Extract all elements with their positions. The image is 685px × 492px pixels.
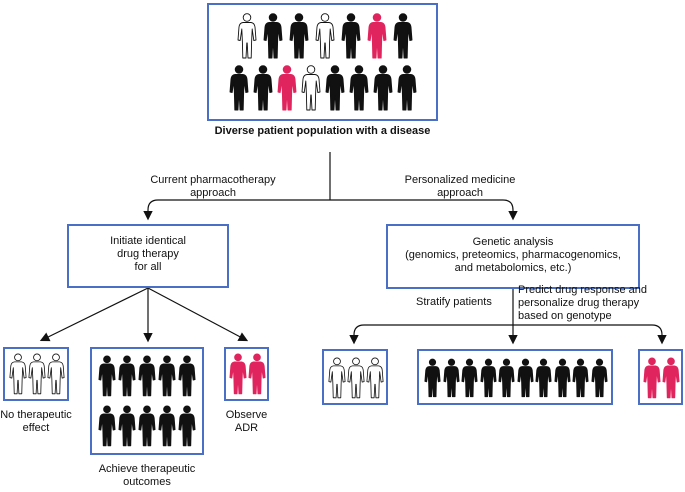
split-arrow-right — [330, 199, 518, 221]
person-adr-icon — [229, 353, 247, 395]
no-effect-box — [3, 347, 69, 401]
person-responder-icon — [138, 405, 156, 447]
genetic-analysis-line2: (genomics, preteomics, pharmacogenomics, — [405, 249, 621, 261]
population-row-2 — [229, 65, 417, 111]
genetic-analysis-line3: and metabolomics, etc.) — [454, 262, 572, 274]
person-responder-icon — [461, 358, 478, 398]
person-responder-icon — [341, 13, 361, 59]
person-responder-icon — [229, 65, 249, 111]
achieve-label: Achieve therapeutic outcomes — [82, 463, 212, 489]
adr-line1: Observe — [225, 409, 268, 421]
stratify-left-arrow — [349, 324, 513, 345]
adr-figures — [229, 353, 266, 395]
person-responder-icon — [535, 358, 552, 398]
person-responder-icon — [349, 65, 369, 111]
person-responder-icon — [98, 355, 116, 397]
predict-line1: Predict drug response and — [518, 284, 648, 296]
person-responder-icon — [572, 358, 589, 398]
achieve-figures — [98, 355, 196, 447]
adr-line2: ADR — [234, 422, 259, 434]
achieve-line2: outcomes — [123, 476, 171, 488]
person-adr-icon — [643, 357, 661, 399]
person-responder-icon — [178, 355, 196, 397]
person-non-responder-icon — [301, 65, 321, 111]
person-responder-icon — [424, 358, 441, 398]
person-non-responder-icon — [28, 353, 46, 395]
person-non-responder-icon — [366, 357, 384, 399]
person-responder-icon — [590, 358, 608, 398]
person-responder-icon — [138, 355, 156, 397]
no-effect-label: No therapeutic effect — [0, 409, 77, 435]
identical-therapy-line1: Initiate identical — [110, 235, 186, 247]
person-responder-icon — [118, 355, 136, 397]
stratify-label: Stratify patients — [416, 296, 492, 308]
person-non-responder-icon — [237, 13, 257, 59]
person-responder-icon — [289, 13, 309, 59]
personalized-approach-label: Personalized medicine approach — [385, 174, 535, 200]
genetic-analysis-line1: Genetic analysis — [472, 236, 554, 248]
person-non-responder-icon — [47, 353, 65, 395]
person-responder-icon — [325, 65, 345, 111]
stratify-right-arrow — [513, 324, 667, 345]
achieve-line1: Achieve therapeutic — [98, 463, 196, 475]
person-responder-icon — [158, 405, 176, 447]
predict-label: Predict drug response and personalize dr… — [518, 284, 683, 323]
person-responder-icon — [397, 65, 417, 111]
stratified-white-box — [322, 349, 388, 405]
stratified-red-figures — [643, 356, 680, 400]
person-adr-icon — [367, 13, 387, 59]
person-responder-icon — [373, 65, 393, 111]
population-title: Diverse patient population with a diseas… — [214, 125, 431, 137]
stratified-black-box — [417, 349, 613, 405]
stratified-white-figures — [328, 356, 384, 400]
person-responder-icon — [498, 358, 515, 398]
person-responder-icon — [178, 405, 196, 447]
population-box — [207, 3, 438, 121]
achieve-box — [90, 347, 204, 455]
person-adr-icon — [248, 353, 266, 395]
predict-line2: personalize drug therapy — [518, 297, 640, 309]
no-effect-line2: effect — [22, 422, 50, 434]
personalized-approach-line2: approach — [437, 187, 483, 199]
adr-box — [224, 347, 269, 401]
person-responder-icon — [98, 405, 116, 447]
current-approach-line1: Current pharmacotherapy — [150, 174, 276, 186]
identical-therapy-line2: drug therapy — [117, 248, 179, 260]
person-responder-icon — [158, 355, 176, 397]
adr-label: Observe ADR — [214, 409, 279, 435]
person-responder-icon — [442, 358, 460, 398]
person-responder-icon — [393, 13, 413, 59]
person-non-responder-icon — [9, 353, 27, 395]
no-effect-line1: No therapeutic — [0, 409, 72, 421]
person-non-responder-icon — [328, 357, 346, 399]
split-arrow-left — [143, 199, 330, 221]
stratified-black-figures — [424, 356, 608, 400]
identical-therapy-line3: for all — [134, 261, 162, 273]
current-approach-line2: approach — [190, 187, 236, 199]
person-non-responder-icon — [347, 357, 365, 399]
person-responder-icon — [479, 358, 497, 398]
genetic-analysis-box: Genetic analysis (genomics, preteomics, … — [386, 224, 640, 289]
person-adr-icon — [662, 357, 680, 399]
no-effect-figures — [9, 353, 65, 395]
person-responder-icon — [253, 65, 273, 111]
personalized-approach-line1: Personalized medicine — [404, 174, 516, 186]
identical-therapy-box: Initiate identical drug therapy for all — [67, 224, 229, 288]
stratified-red-box — [638, 349, 683, 405]
person-adr-icon — [277, 65, 297, 111]
arrow-no-effect — [39, 287, 149, 342]
predict-line3: based on genotype — [518, 310, 612, 322]
person-responder-icon — [516, 358, 534, 398]
arrow-adr — [147, 287, 249, 342]
population-row-1 — [237, 13, 413, 59]
person-non-responder-icon — [315, 13, 335, 59]
person-responder-icon — [553, 358, 571, 398]
current-approach-label: Current pharmacotherapy approach — [138, 174, 288, 200]
person-responder-icon — [118, 405, 136, 447]
person-responder-icon — [263, 13, 283, 59]
